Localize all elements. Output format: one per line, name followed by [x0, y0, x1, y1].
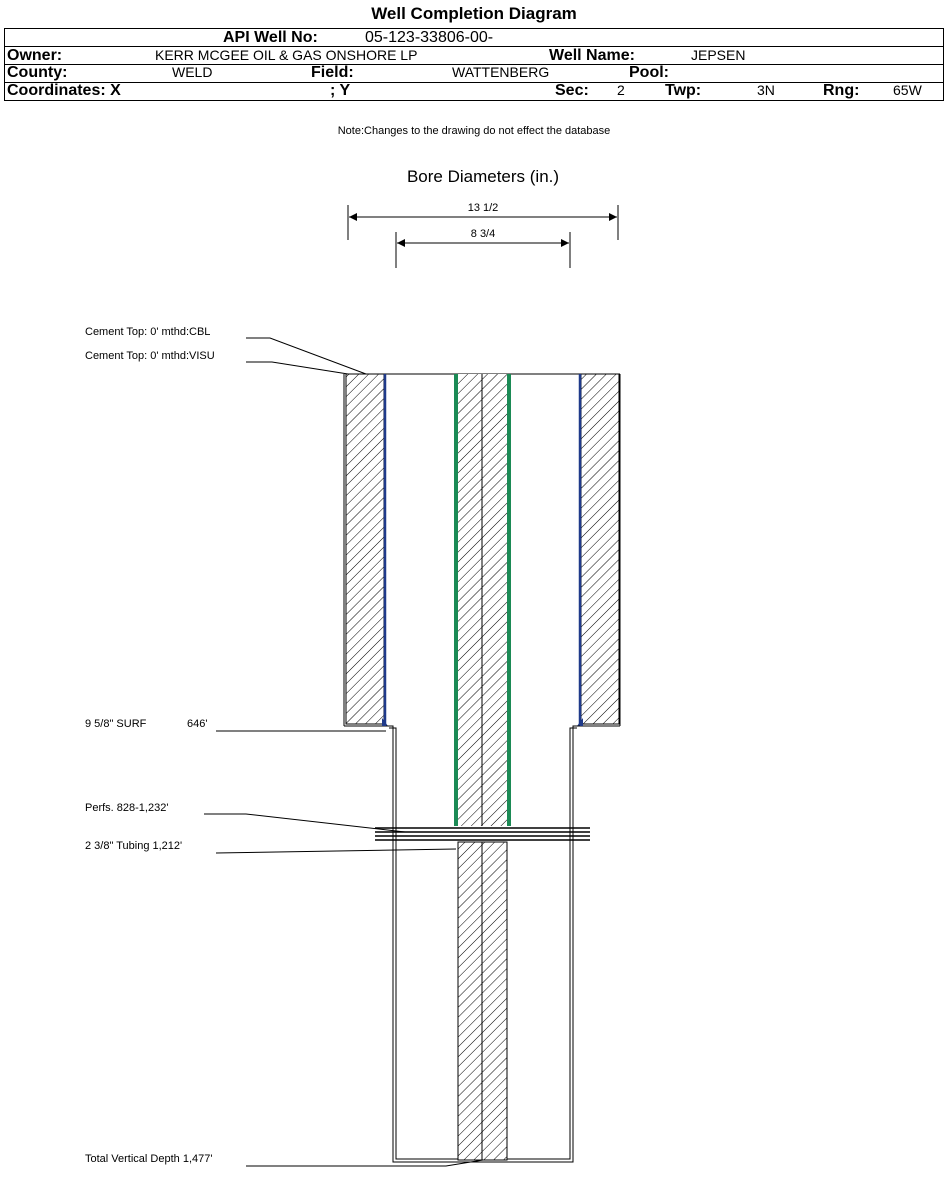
bore-dimension-outer — [347, 205, 619, 240]
well-name-label: Well Name: — [549, 47, 635, 64]
callout-surf-casing: 9 5/8" SURF — [85, 718, 147, 730]
tubing-string — [454, 374, 511, 1161]
twp-label: Twp: — [665, 82, 702, 99]
rng-label: Rng: — [823, 82, 860, 99]
callout-perfs: Perfs. 828-1,232' — [85, 802, 169, 814]
diagram-title: Well Completion Diagram — [371, 4, 577, 23]
sec-value: 2 — [617, 82, 625, 98]
well-name-value: JEPSEN — [691, 47, 746, 63]
field-value: WATTENBERG — [452, 64, 550, 80]
leader-lines — [204, 337, 484, 1167]
inner-diameter-label: 8 3/4 — [471, 228, 495, 240]
header-row-coordinates: Coordinates: X ; Y Sec: 2 Twp: 3N Rng: 6… — [4, 82, 944, 101]
header-row-owner: Owner: KERR MCGEE OIL & GAS ONSHORE LP W… — [4, 46, 944, 65]
twp-value: 3N — [757, 82, 775, 98]
outer-diameter-label: 13 1/2 — [468, 202, 499, 214]
coords-y-label: ; Y — [330, 82, 351, 99]
leader-tubing — [215, 848, 457, 854]
bore-diameters-title: Bore Diameters (in.) — [406, 167, 560, 186]
surface-hole — [343, 373, 621, 727]
leader-perfs — [204, 813, 406, 833]
callout-surf-depth: 646' — [187, 718, 208, 730]
pool-label: Pool: — [629, 64, 669, 81]
header-row-api: API Well No: 05-123-33806-00- — [4, 28, 944, 47]
owner-label: Owner: — [7, 47, 63, 64]
owner-value: KERR MCGEE OIL & GAS ONSHORE LP — [155, 47, 418, 63]
leader-tvd — [246, 1159, 484, 1167]
api-label: API Well No: — [223, 29, 318, 46]
cement-left — [345, 373, 385, 725]
sec-label: Sec: — [555, 82, 589, 99]
cement-right — [580, 373, 620, 725]
coords-x-label: Coordinates: X — [7, 82, 121, 99]
field-label: Field: — [311, 64, 354, 81]
county-label: County: — [7, 64, 68, 81]
rng-value: 65W — [893, 82, 922, 98]
leader-cement-visu — [246, 361, 349, 375]
callout-cement-visu: Cement Top: 0' mthd:VISU — [85, 350, 215, 362]
callout-tubing: 2 3/8" Tubing 1,212' — [85, 840, 183, 852]
header-row-county: County: WELD Field: WATTENBERG Pool: — [4, 64, 944, 83]
county-value: WELD — [172, 64, 213, 80]
callout-cement-cbl: Cement Top: 0' mthd:CBL — [85, 326, 211, 338]
api-value: 05-123-33806-00- — [365, 29, 494, 46]
bore-dimension-inner — [395, 232, 571, 268]
database-note: Note:Changes to the drawing do not effec… — [337, 125, 611, 137]
callout-total-depth: Total Vertical Depth 1,477' — [85, 1153, 213, 1165]
perforations — [375, 827, 590, 841]
leader-cement-cbl — [246, 337, 367, 375]
